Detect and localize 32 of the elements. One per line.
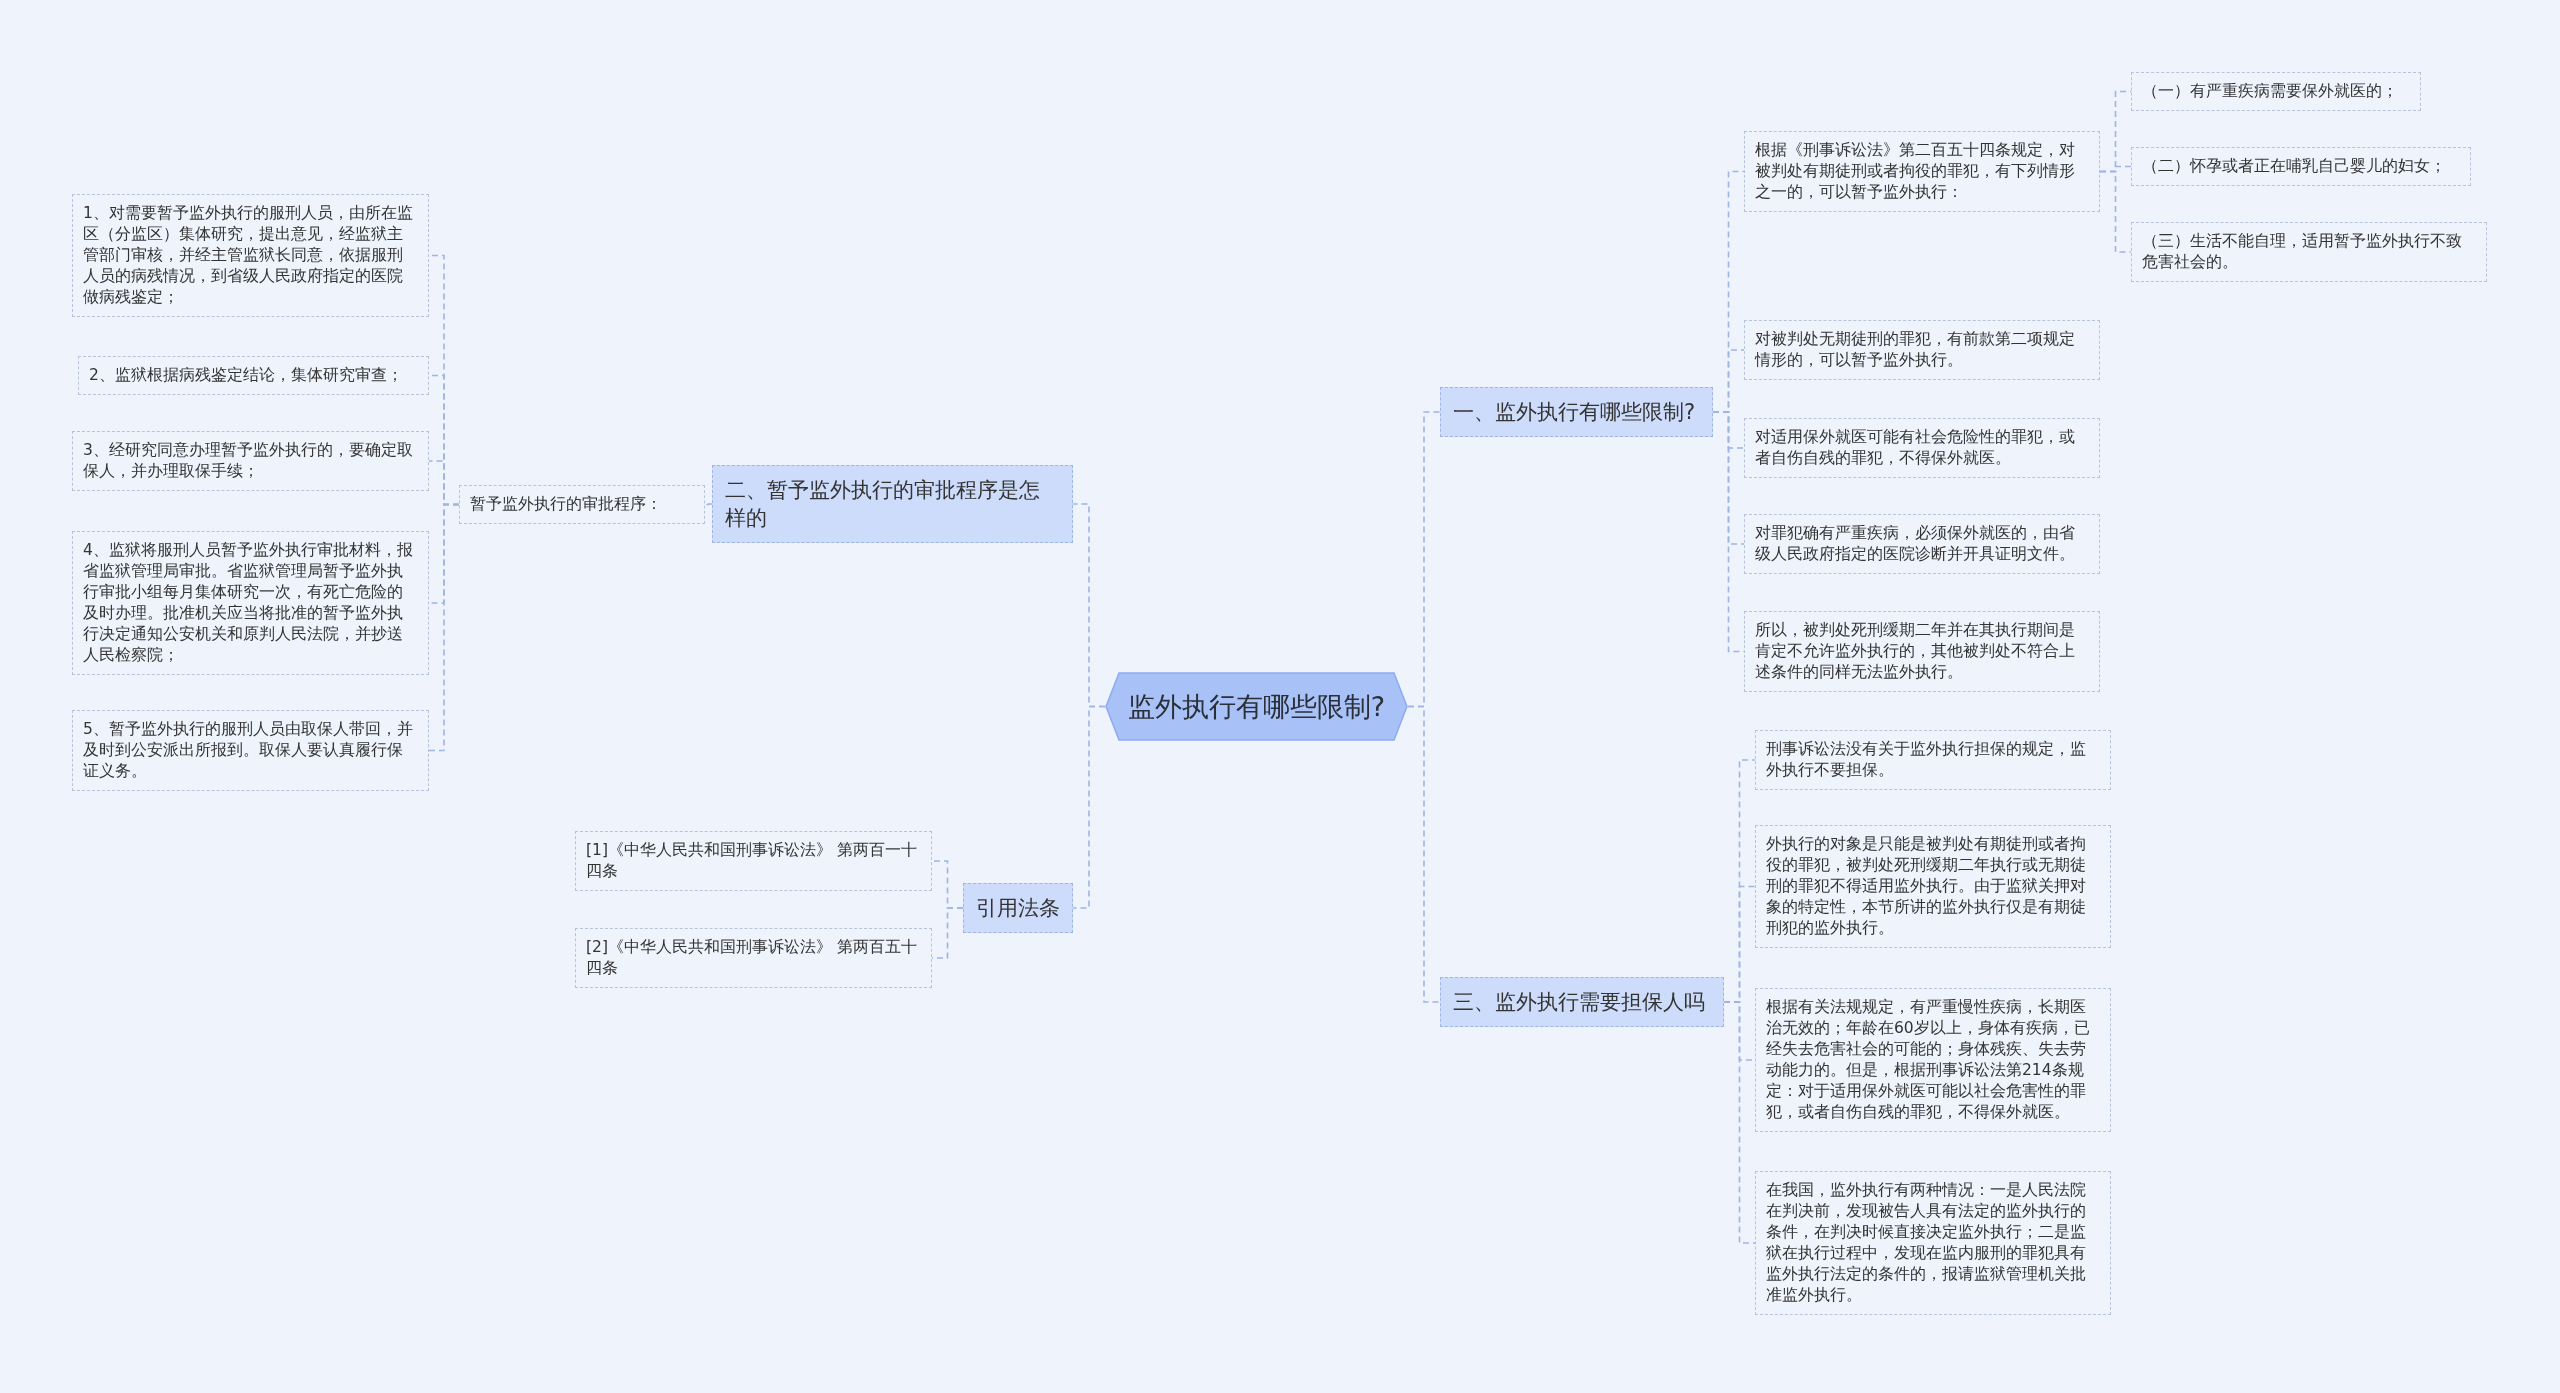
text-box: （三）生活不能自理，适用暂予监外执行不致危害社会的。 bbox=[2131, 222, 2487, 282]
connector bbox=[2099, 170, 2132, 253]
topic-box: 引用法条 bbox=[963, 883, 1073, 933]
text-box: 根据有关法规规定，有严重慢性疾病，长期医治无效的；年龄在60岁以上，身体有疾病，已经失去危害社会的可能的；身体残疾、失去劳动能力的。但是，根据刑事诉讼法第214条规定：对于适用保外就医可能以社会危害性的罪犯，或者自伤自残的罪犯，不得保外就医。 bbox=[1755, 988, 2111, 1132]
text-box: 在我国，监外执行有两种情况：一是人民法院在判决前，发现被告人具有法定的监外执行的条件，在判决时候直接决定监外执行；二是监狱在执行过程中，发现在监内服刑的罪犯具有监外执行法定的条件的，报请监狱管理机关批准监外执行。 bbox=[1755, 1171, 2111, 1315]
connector bbox=[1072, 705, 1106, 909]
text-box: 1、对需要暂予监外执行的服刑人员，由所在监区（分监区）集体研究，提出意见，经监狱主管部门审核，并经主管监狱长同意，依据服刑人员的病残情况，到省级人民政府指定的医院做病残鉴定； bbox=[72, 194, 429, 317]
text-box: 对适用保外就医可能有社会危险性的罪犯，或者自伤自残的罪犯，不得保外就医。 bbox=[1744, 418, 2100, 478]
text-box: 对被判处无期徒刑的罪犯，有前款第二项规定情形的，可以暂予监外执行。 bbox=[1744, 320, 2100, 380]
text-box: （一）有严重疾病需要保外就医的； bbox=[2131, 72, 2421, 111]
text-box: 3、经研究同意办理暂予监外执行的，要确定取保人，并办理取保手续； bbox=[72, 431, 429, 491]
connector bbox=[428, 503, 460, 752]
text-box: 对罪犯确有严重疾病，必须保外就医的，由省级人民政府指定的医院诊断并开具证明文件。 bbox=[1744, 514, 2100, 574]
topic-box: 三、监外执行需要担保人吗 bbox=[1440, 977, 1724, 1027]
connector bbox=[931, 907, 964, 959]
connector bbox=[1723, 1001, 1756, 1244]
text-box: 5、暂予监外执行的服刑人员由取保人带回，并及时到公安派出所报到。取保人要认真履行保证义务。 bbox=[72, 710, 429, 791]
text-box: 刑事诉讼法没有关于监外执行担保的规定，监外执行不要担保。 bbox=[1755, 730, 2111, 790]
connector bbox=[704, 503, 713, 506]
text-box: 外执行的对象是只能是被判处有期徒刑或者拘役的罪犯，被判处死刑缓期二年执行或无期徒刑的罪犯不得适用监外执行。由于监狱关押对象的特定性，本节所讲的监外执行仅是有期徒刑犯的监外执行。 bbox=[1755, 825, 2111, 948]
text-box: [1]《中华人民共和国刑事诉讼法》 第两百一十四条 bbox=[575, 831, 932, 891]
text-box: 暂予监外执行的审批程序： bbox=[459, 485, 705, 524]
topic-box: 一、监外执行有哪些限制? bbox=[1440, 387, 1713, 437]
central-topic-hexagon: 监外执行有哪些限制? bbox=[1105, 672, 1408, 741]
text-box: 4、监狱将服刑人员暂予监外执行审批材料，报省监狱管理局审批。省监狱管理局暂予监外执行审批小组每月集体研究一次，有死亡危险的及时办理。批准机关应当将批准的暂予监外执行决定通知公安机关和原判人民法院，并抄送人民检察院； bbox=[72, 531, 429, 675]
text-box: 所以，被判处死刑缓期二年并在其执行期间是肯定不允许监外执行的，其他被判处不符合上述条件的同样无法监外执行。 bbox=[1744, 611, 2100, 692]
text-box: 根据《刑事诉讼法》第二百五十四条规定，对被判处有期徒刑或者拘役的罪犯，有下列情形之一的，可以暂予监外执行： bbox=[1744, 131, 2100, 212]
text-box: （二）怀孕或者正在哺乳自己婴儿的妇女； bbox=[2131, 147, 2471, 186]
text-box: [2]《中华人民共和国刑事诉讼法》 第两百五十四条 bbox=[575, 928, 932, 988]
text-box: 2、监狱根据病残鉴定结论，集体研究审查； bbox=[78, 356, 429, 395]
connector bbox=[1407, 705, 1441, 1003]
topic-box: 二、暂予监外执行的审批程序是怎样的 bbox=[712, 465, 1073, 543]
